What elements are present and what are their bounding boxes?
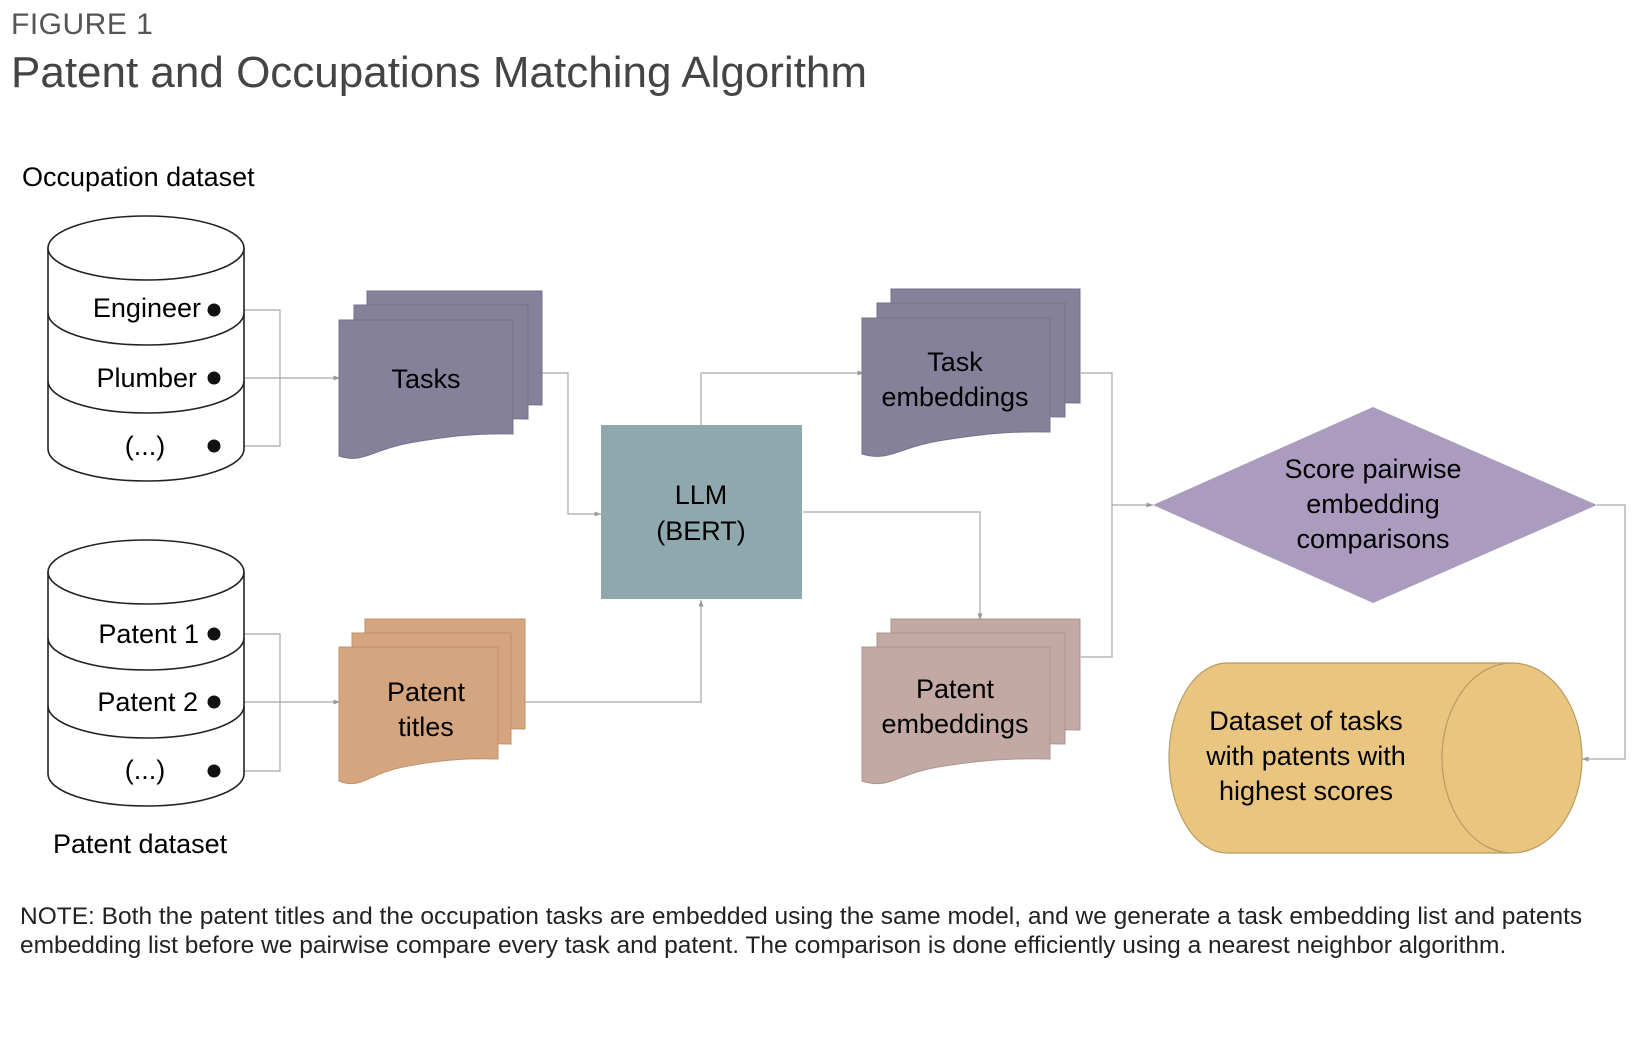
llm-label-line-1: LLM xyxy=(675,480,728,510)
embeddings-merge-connector xyxy=(1081,372,1113,658)
occupation-row-3: (...) xyxy=(125,431,166,461)
llm-to-patent-embeddings-arrow xyxy=(803,511,983,620)
figure-note: NOTE: Both the patent titles and the occ… xyxy=(20,903,1583,959)
score-label-line-1: Score pairwise xyxy=(1284,454,1461,484)
occupation-row-1: Engineer xyxy=(93,293,201,323)
patent-row-3: (...) xyxy=(125,755,166,785)
output-label-line-1: Dataset of tasks xyxy=(1209,706,1403,736)
patent-row-1-dot xyxy=(207,627,221,641)
patent-embeddings-label-line-1: Patent xyxy=(916,674,995,704)
patent-row-1: Patent 1 xyxy=(98,619,199,649)
titles-to-llm-arrow xyxy=(525,600,704,703)
connectors xyxy=(214,309,1626,772)
occupation-row-3-dot xyxy=(207,439,221,453)
patent-embeddings-documents: Patent embeddings xyxy=(861,618,1081,785)
task-embeddings-documents: Task embeddings xyxy=(861,288,1081,457)
patent-dataset-cylinder: Patent 1 Patent 2 (...) xyxy=(47,539,245,807)
tasks-to-llm-arrow xyxy=(542,372,601,517)
output-label-line-3: highest scores xyxy=(1219,776,1393,806)
occupation-row-1-dot xyxy=(207,303,221,317)
tasks-label: Tasks xyxy=(391,364,460,394)
llm-box: LLM (BERT) xyxy=(601,425,802,599)
tasks-documents: Tasks xyxy=(338,290,543,459)
score-label-line-2: embedding xyxy=(1306,489,1440,519)
llm-to-task-embeddings-arrow xyxy=(700,370,864,425)
patent-row-3-dot xyxy=(207,764,221,778)
score-label-line-3: comparisons xyxy=(1296,524,1449,554)
patent-row-2: Patent 2 xyxy=(97,687,198,717)
patent-titles-label-line-1: Patent xyxy=(387,677,466,707)
score-to-output-arrow xyxy=(1582,504,1626,762)
occupation-row-2: Plumber xyxy=(96,363,197,393)
patent-titles-label-line-2: titles xyxy=(398,712,454,742)
task-embeddings-label-line-1: Task xyxy=(927,347,983,377)
occupation-dataset-caption: Occupation dataset xyxy=(22,162,255,192)
llm-label-line-2: (BERT) xyxy=(656,516,746,546)
task-embeddings-label-line-2: embeddings xyxy=(881,382,1028,412)
figure-title: Patent and Occupations Matching Algorith… xyxy=(11,48,868,97)
occupation-dataset-cylinder: Engineer Plumber (...) xyxy=(47,215,245,482)
patent-embeddings-label-line-2: embeddings xyxy=(881,709,1028,739)
score-diamond: Score pairwise embedding comparisons xyxy=(1153,407,1597,603)
patent-dataset-caption: Patent dataset xyxy=(53,829,228,859)
occupation-row-2-dot xyxy=(207,371,221,385)
patent-titles-documents: Patent titles xyxy=(338,618,526,785)
patent-row-2-dot xyxy=(207,695,221,709)
output-label-line-2: with patents with xyxy=(1205,741,1406,771)
output-dataset-cylinder: Dataset of tasks with patents with highe… xyxy=(1168,662,1583,854)
figure-label: FIGURE 1 xyxy=(11,8,154,41)
